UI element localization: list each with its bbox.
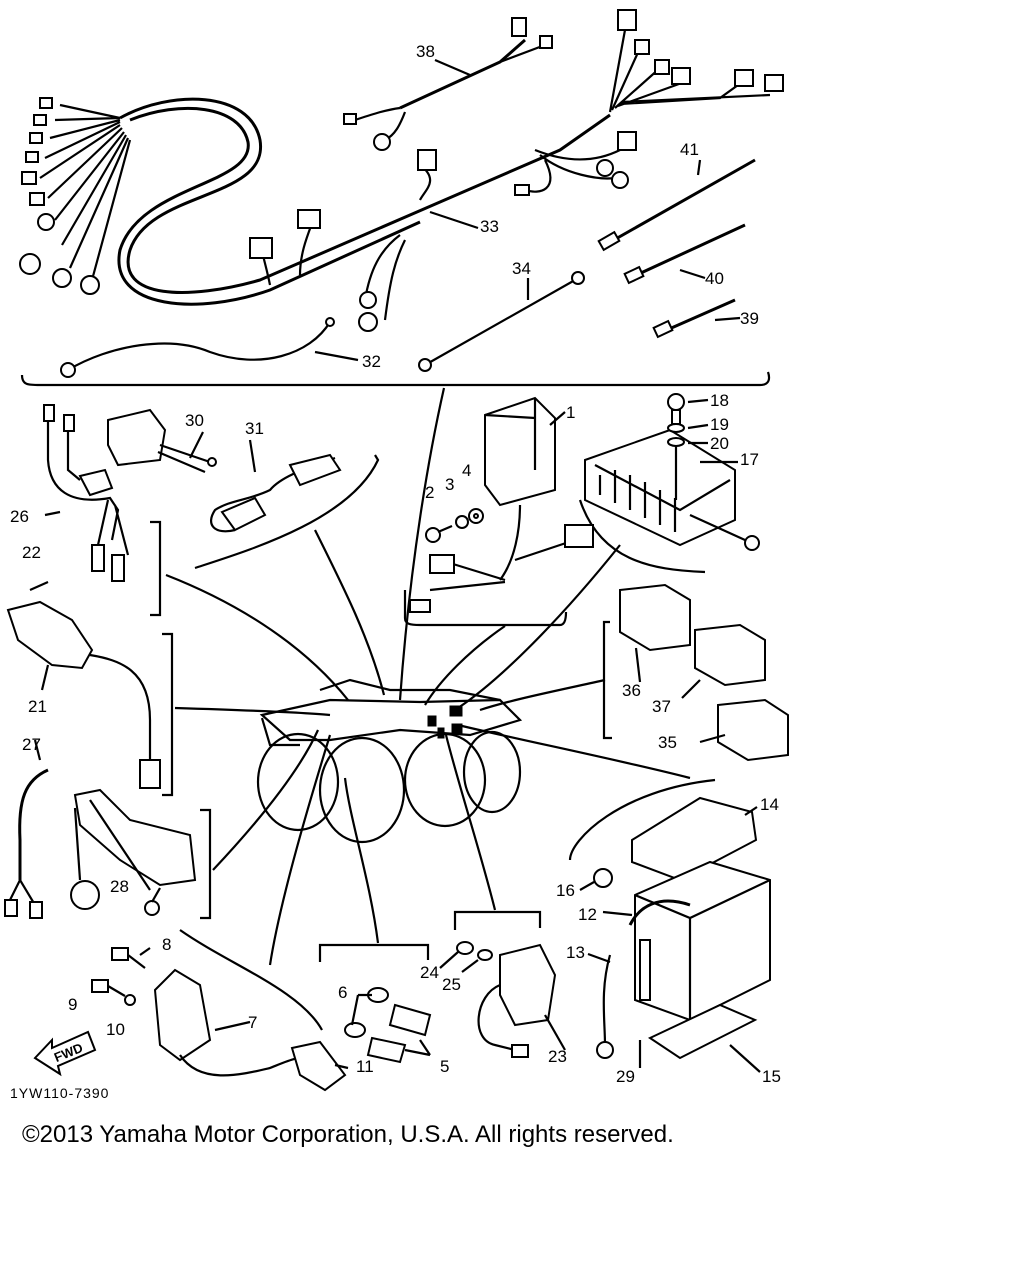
- callout-leaders: [33, 58, 761, 1073]
- part-21: [6, 600, 161, 789]
- bolts-5-6: [344, 987, 432, 1064]
- callout-38: 38: [416, 42, 435, 61]
- callout-24: 24: [420, 963, 439, 982]
- callout-5: 5: [440, 1057, 449, 1076]
- bolts-8-9-10: [91, 947, 146, 1006]
- callout-32: 32: [362, 352, 381, 371]
- callout-23: 23: [548, 1047, 567, 1066]
- callout-29: 29: [616, 1067, 635, 1086]
- wire-harness: [19, 9, 784, 332]
- callout-2: 2: [425, 483, 434, 502]
- part-27: [4, 768, 197, 919]
- part-23: [456, 941, 557, 1058]
- ignition-coil: [153, 968, 347, 1092]
- callout-26: 26: [10, 507, 29, 526]
- callout-41: 41: [680, 140, 699, 159]
- drawing-code: 1YW110-7390: [10, 1085, 110, 1101]
- callout-8: 8: [162, 935, 171, 954]
- group-brackets: [150, 454, 716, 1031]
- callout-25: 25: [442, 975, 461, 994]
- callout-3: 3: [445, 475, 454, 494]
- relay-covers: [619, 583, 789, 762]
- callout-39: 39: [740, 309, 759, 328]
- callout-6: 6: [338, 983, 347, 1002]
- callout-1: 1: [566, 403, 575, 422]
- callout-28: 28: [110, 877, 129, 896]
- callout-22: 22: [22, 543, 41, 562]
- parts-diagram: FWD 1 2 3 4 5 6 7 8 9 10 11 12 13 14 15 …: [4, 9, 789, 1092]
- callout-19: 19: [710, 415, 729, 434]
- sensor-26: [43, 404, 130, 582]
- screw-2-3-4: [425, 508, 484, 543]
- callout-7: 7: [248, 1013, 257, 1032]
- ground-lead-34: [424, 279, 576, 366]
- callout-27: 27: [22, 735, 41, 754]
- callout-36: 36: [622, 681, 641, 700]
- callout-4: 4: [462, 461, 471, 480]
- callout-10: 10: [106, 1020, 125, 1039]
- atv-outline: [256, 678, 523, 844]
- forward-arrow: FWD: [33, 1030, 97, 1077]
- callout-12: 12: [578, 905, 597, 924]
- callout-21: 21: [28, 697, 47, 716]
- callout-13: 13: [566, 943, 585, 962]
- callout-numbers: 1 2 3 4 5 6 7 8 9 10 11 12 13 14 15 16 1…: [10, 42, 781, 1086]
- callout-18: 18: [710, 391, 729, 410]
- callout-15: 15: [762, 1067, 781, 1086]
- callout-33: 33: [480, 217, 499, 236]
- callout-40: 40: [705, 269, 724, 288]
- callout-30: 30: [185, 411, 204, 430]
- leader-lines: [165, 387, 691, 966]
- copyright-notice: ©2013 Yamaha Motor Corporation, U.S.A. A…: [22, 1121, 674, 1148]
- cdi-unit: [409, 396, 594, 613]
- callout-37: 37: [652, 697, 671, 716]
- callout-14: 14: [760, 795, 779, 814]
- callout-20: 20: [710, 434, 729, 453]
- starter-cable-31: [210, 453, 342, 533]
- callout-34: 34: [512, 259, 531, 278]
- clamp-22: [29, 580, 49, 592]
- battery-assembly: [593, 796, 771, 1060]
- callout-16: 16: [556, 881, 575, 900]
- starter-relay-30: [107, 408, 217, 474]
- callout-11: 11: [356, 1057, 374, 1076]
- rectifier-regulator: [584, 393, 760, 551]
- callout-35: 35: [658, 733, 677, 752]
- callout-31: 31: [245, 419, 264, 438]
- lead-wire-32: [67, 321, 331, 371]
- callout-17: 17: [740, 450, 759, 469]
- callout-9: 9: [68, 995, 77, 1014]
- cable-bands: [597, 158, 756, 339]
